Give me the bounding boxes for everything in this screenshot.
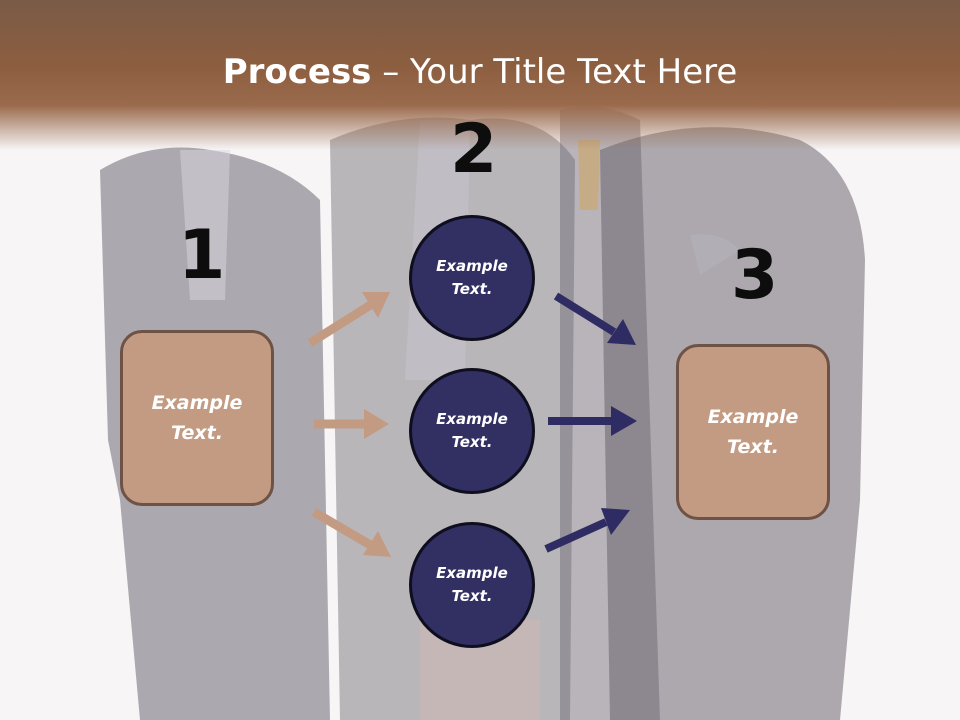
title-bold: Process <box>222 52 372 92</box>
title-rest: – Your Title Text Here <box>371 52 738 92</box>
circle-bottom-text: Example Text. <box>436 564 508 605</box>
circle-top-text: Example Text. <box>436 257 508 298</box>
circle-middle-text: Example Text. <box>436 410 508 451</box>
circle-top: Example Text. <box>409 215 535 341</box>
arrow-left-down <box>311 508 391 557</box>
title-bar <box>0 0 960 150</box>
circle-middle: Example Text. <box>409 368 535 494</box>
arrow-left-up <box>307 292 390 347</box>
arrow-right-down <box>553 292 636 345</box>
arrow-right-up <box>544 508 630 553</box>
left-example-box: Example Text. <box>120 330 274 506</box>
step-number-3: 3 <box>731 236 779 315</box>
right-box-text: Example Text. <box>707 406 799 458</box>
slide-title: Process – Your Title Text Here <box>0 52 960 92</box>
left-box-text: Example Text. <box>151 392 243 444</box>
step-number-2: 2 <box>450 110 498 189</box>
arrow-right-middle <box>548 406 637 436</box>
circle-bottom: Example Text. <box>409 522 535 648</box>
step-number-1: 1 <box>178 216 226 295</box>
right-example-box: Example Text. <box>676 344 830 520</box>
arrow-left-middle <box>314 409 389 439</box>
